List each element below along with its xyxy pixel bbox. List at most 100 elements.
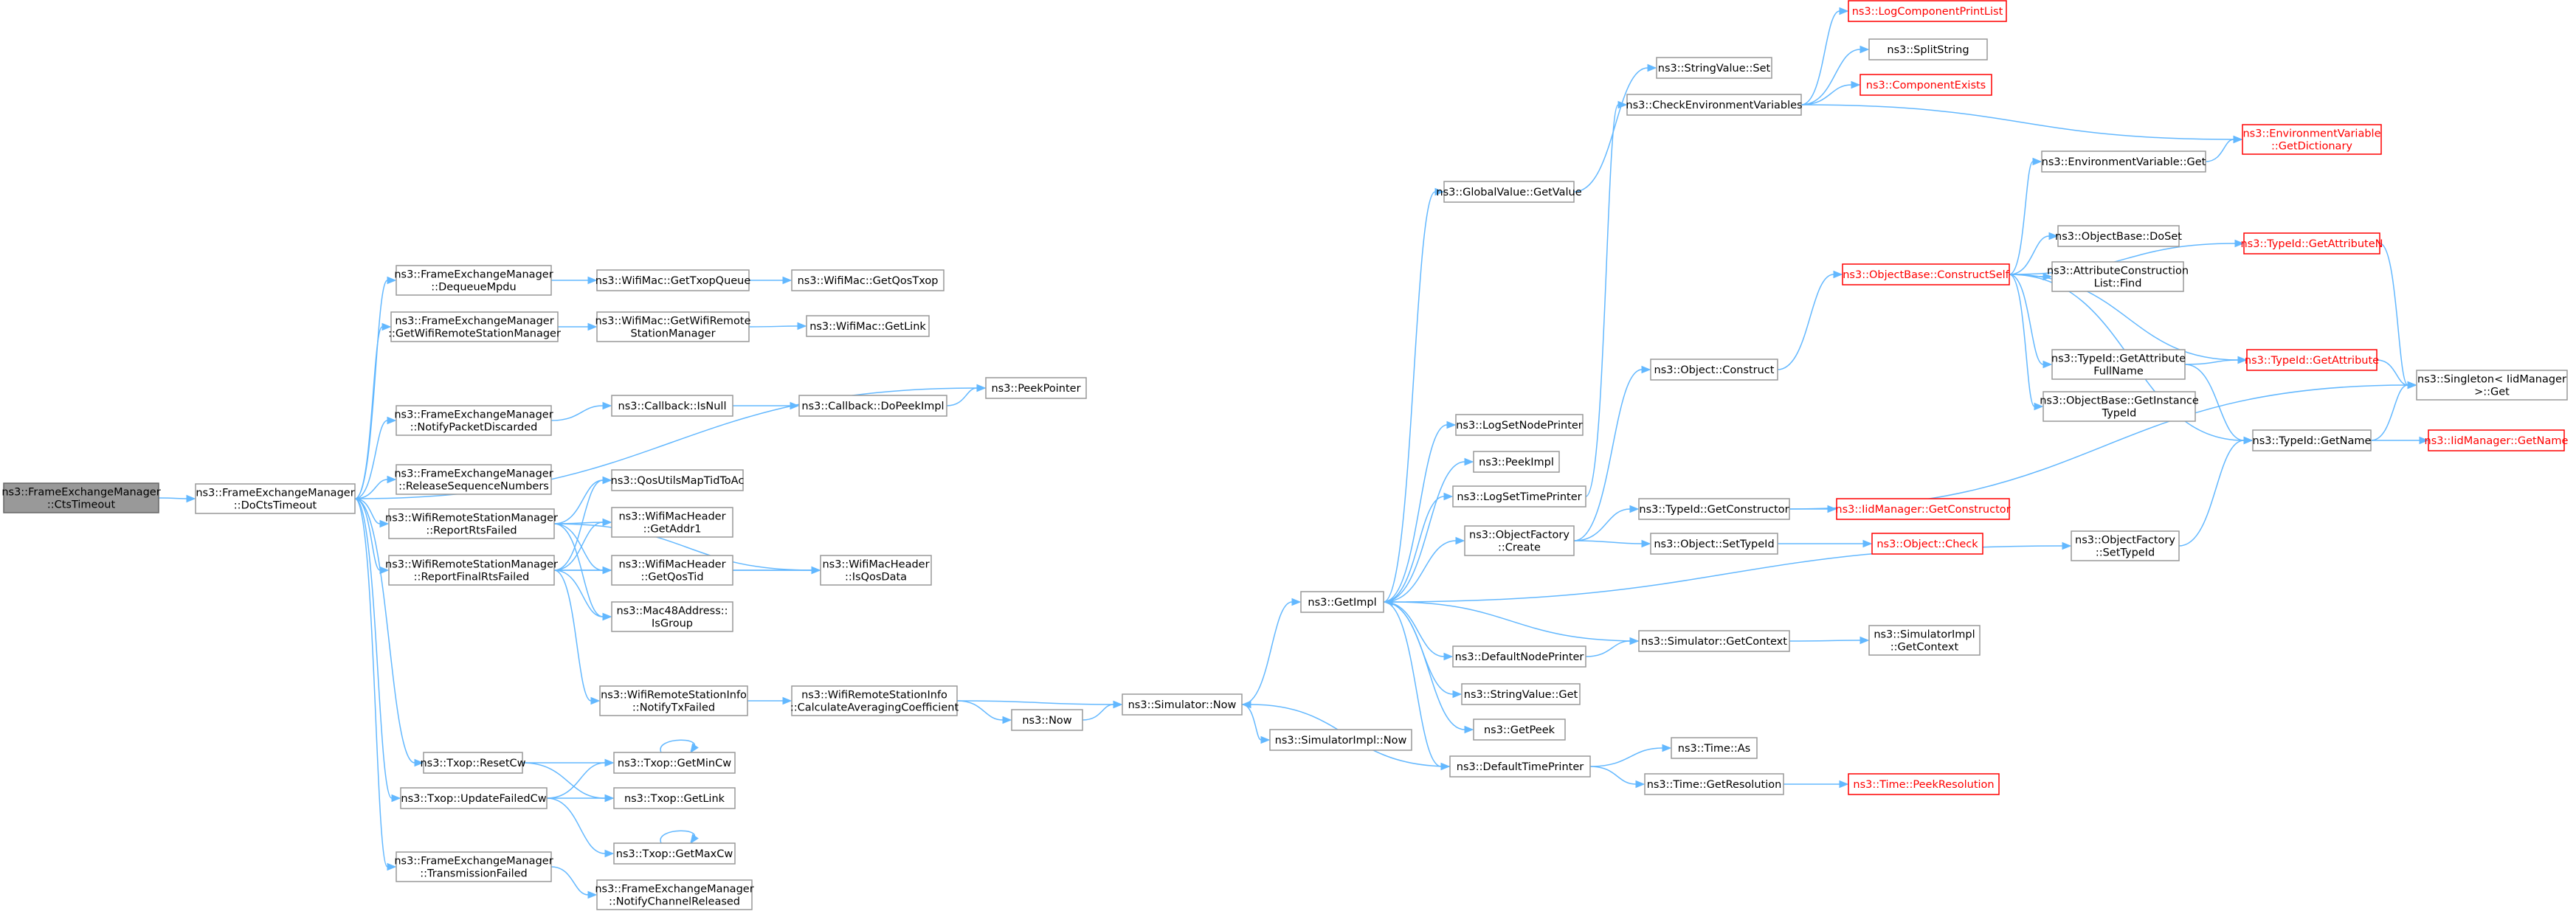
graph-node-getimpl[interactable]: ns3::GetImpl [1300,591,1384,613]
graph-node-label: ns3::Callback::DoPeekImpl [801,401,944,412]
graph-node-label: ns3::FrameExchangeManager [394,856,553,868]
edge-calcavg-to-now-arrowhead [1002,716,1012,724]
graph-node-label: ns3::LogSetTimePrinter [1457,491,1581,503]
graph-node-timepeekres[interactable]: ns3::Time::PeekResolution [1848,773,2000,795]
graph-node-getmincw[interactable]: ns3::Txop::GetMinCw [613,752,736,774]
graph-node-peekptr[interactable]: ns3::PeekPointer [985,377,1087,399]
graph-node-envdict[interactable]: ns3::EnvironmentVariable::GetDictionary [2242,124,2382,155]
graph-node-getwrsm[interactable]: ns3::FrameExchangeManager::GetWifiRemote… [388,311,561,342]
edge-docts-to-transfail [354,498,388,868]
graph-node-macgetlink[interactable]: ns3::WifiMac::GetLink [806,315,930,337]
edge-checkenv-to-split-arrowhead [1860,45,1870,54]
graph-node-label: ns3::FrameExchangeManager [1,487,160,499]
edge-getimpl-to-getpeek-arrowhead [1464,725,1474,734]
edge-tidgetname-to-singleton-arrowhead [2407,381,2417,390]
edge-calcavg-to-now [956,700,1004,721]
graph-node-cbisnull[interactable]: ns3::Callback::IsNull [611,395,733,417]
graph-node-resetcw[interactable]: ns3::Txop::ResetCw [420,752,526,774]
graph-node-defnode[interactable]: ns3::DefaultNodePrinter [1452,645,1586,668]
graph-node-iidgetctor[interactable]: ns3::IidManager::GetConstructor [1835,498,2011,520]
graph-node-deq[interactable]: ns3::FrameExchangeManager::DequeueMpdu [394,265,553,296]
edge-tidattrn-to-singleton [2379,243,2408,386]
graph-node-gettxopq[interactable]: ns3::WifiMac::GetTxopQueue [595,269,751,291]
graph-node-peekimpl[interactable]: ns3::PeekImpl [1473,451,1560,473]
graph-node-timeas[interactable]: ns3::Time::As [1671,737,1758,759]
graph-node-simgetctx[interactable]: ns3::Simulator::GetContext [1638,630,1790,652]
graph-node-notifypd[interactable]: ns3::FrameExchangeManager::NotifyPacketD… [394,405,553,436]
graph-node-getpeek[interactable]: ns3::GetPeek [1473,719,1566,741]
graph-node-simimplnow[interactable]: ns3::SimulatorImpl::Now [1269,729,1412,751]
edge-transfail-to-notifycr [550,866,589,896]
graph-node-timegetres[interactable]: ns3::Time::GetResolution [1644,773,1784,795]
graph-node-simnow[interactable]: ns3::Simulator::Now [1122,693,1243,716]
graph-node-dopeek[interactable]: ns3::Callback::DoPeekImpl [798,395,947,417]
graph-node-logsetnode[interactable]: ns3::LogSetNodePrinter [1455,414,1584,436]
graph-node-deftime[interactable]: ns3::DefaultTimePrinter [1449,755,1591,778]
graph-node-isgroup[interactable]: ns3::Mac48Address::IsGroup [611,601,733,632]
graph-node-tidattrn[interactable]: ns3::TypeId::GetAttributeN [2240,232,2383,255]
edge-getimpl-to-getpeek [1383,601,1465,730]
graph-node-label: ::SetTypeId [2096,547,2155,559]
edge-tidattr-to-singleton [2376,359,2408,386]
graph-node-relseq[interactable]: ns3::FrameExchangeManager::ReleaseSequen… [394,464,553,495]
edge-rfrts-to-notifytx [553,569,592,702]
graph-node-envvarget[interactable]: ns3::EnvironmentVariable::Get [2041,150,2206,173]
graph-node-objsettid[interactable]: ns3::Object::SetTypeId [1650,533,1778,555]
graph-node-now[interactable]: ns3::Now [1011,709,1083,731]
edge-notifypd-to-cbisnull [550,405,604,421]
graph-node-macgetwrsm[interactable]: ns3::WifiMac::GetWifiRemoteStationManage… [595,311,751,342]
graph-node-objconstruct[interactable]: ns3::Object::Construct [1650,359,1778,381]
graph-node-ofcreate[interactable]: ns3::ObjectFactory::Create [1464,525,1575,556]
graph-node-isqos[interactable]: ns3::WifiMacHeader::IsQosData [820,555,932,586]
graph-node-docts[interactable]: ns3::FrameExchangeManager::DoCtsTimeout [195,483,356,514]
graph-node-notifytx[interactable]: ns3::WifiRemoteStationInfo::NotifyTxFail… [599,685,748,716]
edge-ofcreate-to-objsettid-arrowhead [1641,539,1651,548]
graph-node-rrts[interactable]: ns3::WifiRemoteStationManager::ReportRts… [385,508,558,539]
graph-node-box [2057,225,2180,247]
graph-node-box [390,311,559,342]
graph-node-svget[interactable]: ns3::StringValue::Get [1461,683,1581,705]
graph-node-label: ns3::LogComponentPrintList [1852,6,2003,18]
graph-node-tidattr[interactable]: ns3::TypeId::GetAttribute [2245,349,2379,371]
graph-node-label: ns3::IidManager::GetName [2425,435,2569,447]
graph-node-updcw[interactable]: ns3::Txop::UpdateFailedCw [400,787,548,809]
graph-node-label: ns3::ObjectBase::DoSet [2055,231,2182,243]
graph-node-qostid[interactable]: ns3::WifiMacHeader::GetQosTid [611,555,733,586]
graph-node-box [1650,533,1778,555]
graph-node-getlink[interactable]: ns3::Txop::GetLink [613,787,736,809]
graph-node-gvget[interactable]: ns3::GlobalValue::GetValue [1436,181,1582,203]
graph-node-logcomp[interactable]: ns3::LogComponentPrintList [1848,0,2007,22]
edge-deftime-to-timegetres [1589,766,1637,785]
graph-node-strset[interactable]: ns3::StringValue::Set [1656,57,1772,79]
graph-node-qosmap[interactable]: ns3::QosUtilsMapTidToAc [611,469,745,491]
graph-node-obdoset[interactable]: ns3::ObjectBase::DoSet [2055,225,2182,247]
graph-node-label: ns3::IidManager::GetConstructor [1835,504,2010,516]
graph-node-transfail[interactable]: ns3::FrameExchangeManager::TransmissionF… [394,851,553,882]
graph-node-objcheck[interactable]: ns3::Object::Check [1871,533,1983,555]
graph-node-getqostxop[interactable]: ns3::WifiMac::GetQosTxop [791,269,945,291]
graph-node-compexists[interactable]: ns3::ComponentExists [1860,74,1992,96]
graph-node-box [388,555,555,586]
graph-node-tidgetctor[interactable]: ns3::TypeId::GetConstructor [1638,498,1790,520]
graph-node-root[interactable]: ns3::FrameExchangeManager::CtsTimeout [1,482,161,513]
graph-node-singleton[interactable]: ns3::Singleton< IidManager >::Get [2416,370,2568,401]
graph-node-getmaxcw[interactable]: ns3::Txop::GetMaxCw [613,842,736,865]
graph-node-calcavg[interactable]: ns3::WifiRemoteStationInfo::CalculateAve… [790,685,959,716]
graph-node-rfrts[interactable]: ns3::WifiRemoteStationManager::ReportFin… [385,555,558,586]
graph-node-addr1[interactable]: ns3::WifiMacHeader::GetAddr1 [611,507,733,538]
edge-objsettid-to-objcheck-arrowhead [1862,539,1873,548]
graph-node-iidgetname[interactable]: ns3::IidManager::GetName [2425,429,2569,451]
graph-node-split[interactable]: ns3::SplitString [1868,38,1988,60]
edge-logsettime-to-checkenv [1585,104,1619,497]
graph-node-logsettime[interactable]: ns3::LogSetTimePrinter [1452,485,1586,508]
graph-node-checkenv[interactable]: ns3::CheckEnvironmentVariables [1626,94,1803,116]
graph-node-simimplctx[interactable]: ns3::SimulatorImpl::GetContext [1868,625,1981,656]
graph-node-label: ns3::EnvironmentVariable [2242,128,2380,140]
graph-node-tidgetname[interactable]: ns3::TypeId::GetName [2252,429,2372,451]
graph-node-notifycr[interactable]: ns3::FrameExchangeManager::NotifyChannel… [595,879,754,910]
graph-node-obconstructself[interactable]: ns3::ObjectBase::ConstructSelf [1842,263,2010,285]
graph-node-ofsettid[interactable]: ns3::ObjectFactory::SetTypeId [2071,530,2180,561]
